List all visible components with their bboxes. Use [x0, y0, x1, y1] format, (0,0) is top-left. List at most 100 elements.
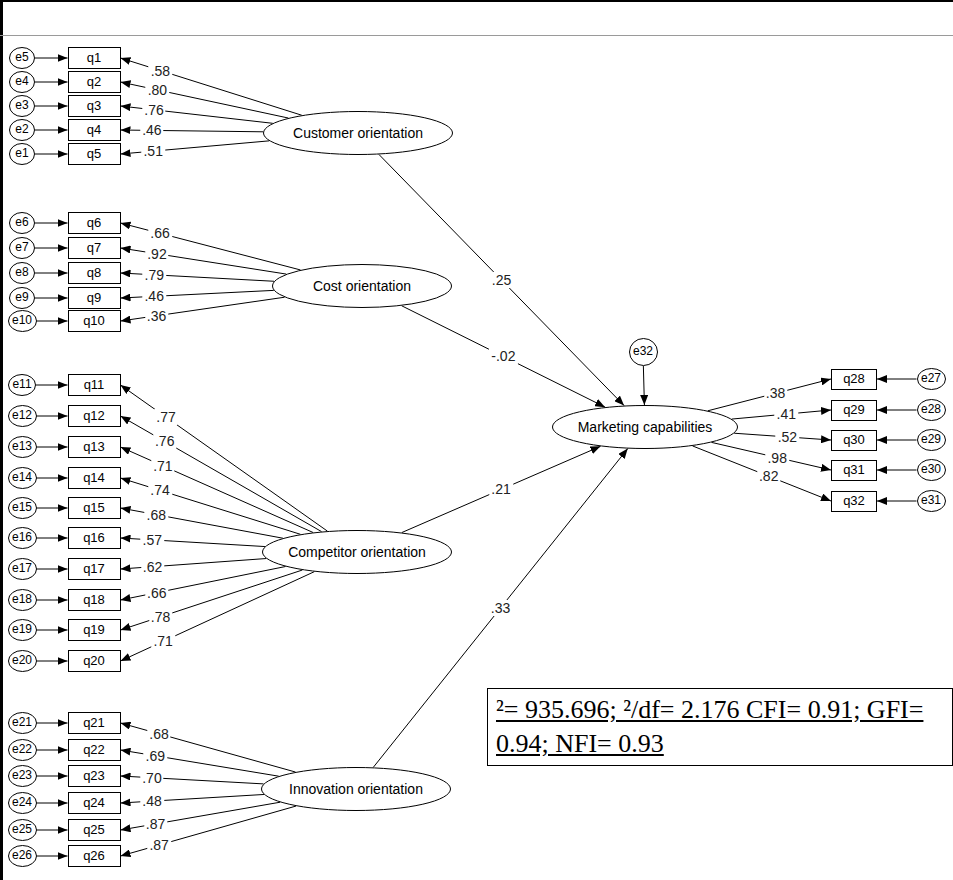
error-term: e16: [8, 527, 37, 549]
observed-variable: q1: [68, 47, 121, 69]
variable-name: e2: [15, 123, 28, 137]
coefficient-label: .51: [141, 143, 164, 159]
path-arrow: [35, 154, 68, 155]
variable-name: e29: [921, 433, 941, 447]
path-arrow: [35, 130, 68, 131]
coefficient-label: .76: [153, 433, 176, 449]
variable-name: e28: [921, 403, 941, 417]
ellipse-shape: [9, 375, 36, 396]
ellipse-shape: [10, 213, 35, 234]
observed-variable: q28: [831, 369, 877, 390]
error-term: e19: [8, 619, 37, 641]
ellipse-shape: [8, 311, 36, 332]
coefficient-label: .33: [489, 600, 512, 616]
path-arrow: [35, 223, 68, 224]
variable-name: q26: [83, 849, 105, 864]
variable-name: q8: [87, 266, 101, 281]
error-term: e15: [8, 497, 37, 519]
ellipse-shape: [262, 768, 451, 811]
coefficient-label: .46: [142, 288, 165, 304]
error-term: e20: [8, 650, 37, 672]
variable-name: q19: [83, 623, 105, 638]
variable-name: q7: [87, 241, 101, 256]
error-term: e7: [9, 237, 35, 259]
path-arrow: [877, 410, 917, 411]
ellipse-shape: [8, 498, 36, 519]
path-arrow: [121, 572, 315, 661]
variable-name: e26: [12, 849, 32, 863]
variable-name: e21: [12, 716, 32, 730]
variable-name: q17: [83, 562, 105, 577]
path-arrow: [121, 416, 322, 532]
coefficient-label: .79: [143, 267, 166, 283]
latent-variable: Innovation orientation: [261, 767, 451, 811]
path-arrow: [877, 470, 917, 471]
ellipse-shape: [629, 339, 657, 366]
path-arrow: [121, 82, 289, 118]
coefficient-label: .62: [141, 559, 164, 575]
error-term: e31: [917, 490, 946, 512]
variable-name: Innovation orientation: [289, 781, 423, 797]
observed-variable: q5: [68, 143, 121, 165]
observed-variable: q19: [68, 619, 121, 641]
fit-index-text: ²= 935.696; ²/df= 2.176 CFI= 0.91; GFI= …: [496, 693, 944, 761]
observed-variable: q9: [68, 287, 121, 309]
error-term: e25: [8, 819, 37, 841]
variable-name: e1: [15, 147, 28, 161]
coefficient-label: .68: [147, 726, 170, 742]
error-term: e21: [8, 712, 37, 734]
ellipse-shape: [8, 651, 36, 672]
variable-name: q20: [83, 654, 105, 669]
coefficient-label: .66: [148, 225, 171, 241]
variable-name: q9: [87, 291, 101, 306]
path-arrow: [37, 830, 68, 831]
path-arrow: [37, 321, 68, 322]
observed-variable: q21: [68, 712, 121, 734]
observed-variable: q11: [68, 374, 121, 396]
error-term: e28: [917, 399, 946, 421]
path-arrow: [37, 803, 68, 804]
path-arrow: [37, 508, 68, 509]
variable-name: q3: [87, 99, 101, 114]
path-arrow: [37, 538, 68, 539]
variable-name: q18: [83, 593, 105, 608]
variable-name: q14: [83, 471, 105, 486]
variable-name: q21: [83, 716, 105, 731]
variable-name: e23: [12, 769, 32, 783]
error-term: e9: [9, 287, 35, 309]
variable-name: q31: [843, 463, 865, 478]
path-arrow: [121, 806, 297, 856]
coefficient-label: .87: [147, 837, 170, 853]
path-arrow: [35, 58, 68, 59]
coefficient-label: .25: [490, 272, 513, 288]
observed-variable: q10: [68, 310, 121, 332]
path-arrow: [121, 478, 301, 534]
variable-name: q28: [843, 372, 865, 387]
variable-name: e13: [12, 440, 32, 454]
variable-name: e25: [12, 823, 32, 837]
path-arrow: [35, 273, 68, 274]
coefficient-label: .80: [146, 82, 169, 98]
variable-name: q12: [83, 409, 105, 424]
path-arrow: [37, 750, 68, 751]
variable-name: q22: [83, 743, 105, 758]
coefficient-label: .41: [775, 406, 798, 422]
ellipse-shape: [10, 144, 35, 165]
ellipse-shape: [8, 468, 36, 489]
observed-variable: q25: [68, 819, 121, 841]
ellipse-shape: [8, 620, 36, 641]
error-term: e32: [629, 338, 658, 366]
path-arrow: [35, 248, 68, 249]
ellipse-shape: [10, 96, 35, 117]
ellipse-shape: [8, 846, 36, 867]
path-arrow: [121, 570, 303, 630]
path-arrow: [121, 385, 328, 531]
error-term: e14: [8, 467, 37, 489]
error-term: e10: [8, 310, 37, 332]
coefficient-label: .76: [142, 102, 165, 118]
path-arrow: [35, 82, 68, 83]
ellipse-shape: [8, 766, 36, 787]
observed-variable: q14: [68, 467, 121, 489]
ellipse-shape: [8, 559, 36, 580]
coefficient-label: .71: [151, 633, 174, 649]
